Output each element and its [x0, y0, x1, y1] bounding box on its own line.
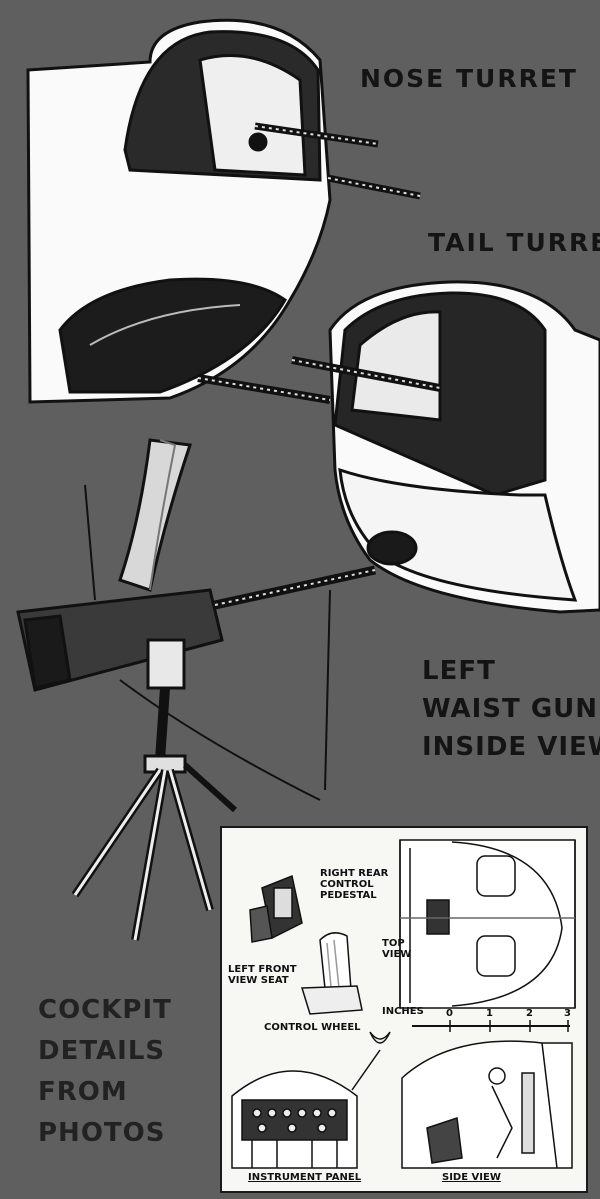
inches-label: INCHES [382, 1006, 424, 1017]
tail-turret-drawing [197, 280, 600, 614]
scale-tick-1: 1 [486, 1008, 493, 1019]
cockpit-details-inset: RIGHT REAR CONTROL PEDESTAL LEFT FRONT V… [220, 826, 588, 1193]
top-view-label-line: VIEW [382, 949, 412, 960]
seat-label-line: VIEW SEAT [228, 975, 289, 986]
top-view-label: TOP VIEW [382, 938, 411, 960]
top-view-label-line: TOP [382, 938, 405, 949]
cockpit-label-line: DETAILS [38, 1036, 166, 1066]
waist-gun-label-line: INSIDE VIEW [422, 732, 600, 762]
side-view-label: SIDE VIEW [442, 1172, 501, 1183]
cockpit-label: COCKPIT DETAILS FROM PHOTOS [38, 990, 172, 1154]
nose-turret-label: NOSE TURRET [360, 64, 578, 93]
nose-turret-drawing [26, 18, 421, 404]
waist-gun-label-line: LEFT [422, 656, 496, 686]
waist-gun-label: LEFT WAIST GUN INSIDE VIEW [422, 652, 600, 766]
pedestal-label-line: RIGHT REAR [320, 868, 389, 879]
instrument-panel-label: INSTRUMENT PANEL [248, 1172, 362, 1183]
waist-gun-label-line: WAIST GUN [422, 694, 599, 724]
scale-tick-3: 3 [564, 1008, 571, 1019]
pedestal-label-line: PEDESTAL [320, 890, 377, 901]
scale-tick-2: 2 [526, 1008, 533, 1019]
control-wheel-label: CONTROL WHEEL [264, 1022, 361, 1033]
seat-label: LEFT FRONT VIEW SEAT [228, 964, 297, 986]
scale-tick-0: 0 [446, 1008, 453, 1019]
seat-label-line: LEFT FRONT [228, 964, 297, 975]
cockpit-label-line: COCKPIT [38, 995, 172, 1025]
tail-turret-label: TAIL TURRE [428, 228, 600, 257]
waist-gun-drawing [16, 438, 376, 941]
inset-drawings [231, 839, 576, 1169]
cockpit-label-line: FROM [38, 1077, 128, 1107]
pedestal-label-line: CONTROL [320, 879, 374, 890]
cockpit-label-line: PHOTOS [38, 1118, 166, 1148]
pedestal-label: RIGHT REAR CONTROL PEDESTAL [320, 868, 388, 901]
